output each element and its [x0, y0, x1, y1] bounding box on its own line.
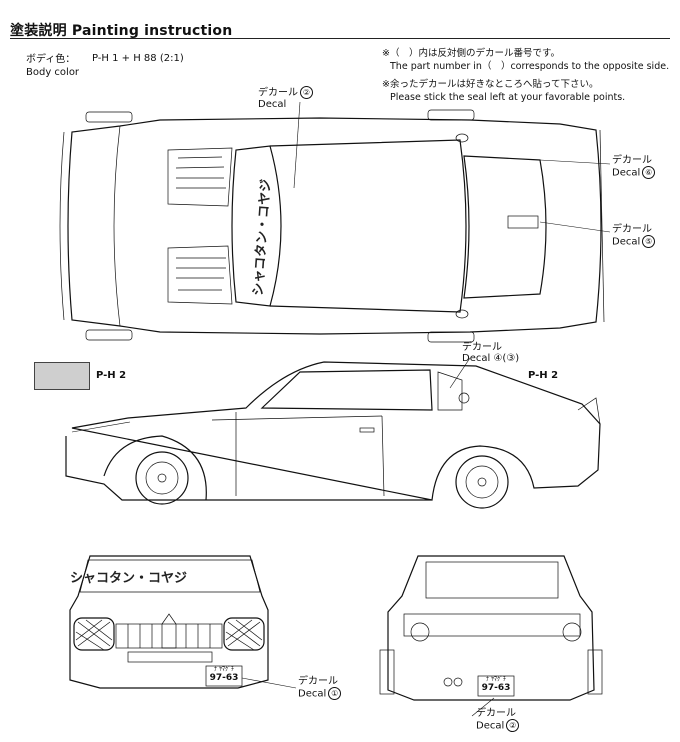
rear-plate-main: 97-63: [481, 683, 511, 693]
callout-jp: デカール: [612, 224, 652, 235]
callout-jp: デカール: [476, 708, 516, 719]
leader-trunk-lower: [539, 221, 611, 233]
body-color-label-jp: ボディ色：: [26, 54, 76, 65]
callout-jp: デカール: [612, 155, 652, 166]
callout-number: ②: [506, 719, 520, 732]
leader-side: [449, 357, 471, 389]
leader-roof: [293, 101, 301, 189]
front-plate-main: 97-63: [209, 673, 239, 683]
callout-jp: デカール: [462, 342, 502, 353]
callout-en: Decal: [462, 353, 491, 364]
front-plate-frame: [205, 665, 243, 687]
leader-rear-plate: [471, 697, 495, 717]
leader-trunk-upper: [539, 159, 611, 165]
callout-number: ②: [300, 86, 313, 99]
callout-jp: デカール: [258, 87, 298, 99]
car-rear-view: [379, 555, 603, 701]
page-title: 塗装説明 Painting instruction: [10, 23, 233, 39]
note-line-3: ※余ったデカールは好きなところへ貼って下さい。: [382, 79, 599, 90]
front-windshield-decal: シャコタン・コヤジ: [70, 571, 187, 586]
callout-en: Decal: [258, 99, 287, 110]
color-swatch: [34, 362, 90, 390]
callout-number: ⑥: [642, 166, 656, 179]
callout-en: Decal: [612, 236, 641, 248]
car-front-view: シャコタン・コヤジ: [69, 555, 269, 689]
car-side-view: [65, 361, 601, 509]
front-plate: ﾅ ﾔﾏｸﾞﾁ 97-63: [207, 666, 241, 684]
leader-front-plate: [241, 677, 297, 689]
callout-number: ⑤: [642, 235, 656, 248]
swatch-code: P-H 2: [96, 370, 127, 381]
note-line-4: Please stick the seal left at your favor…: [390, 92, 626, 103]
callout-jp: デカール: [298, 676, 338, 687]
rear-plate-top: ﾅ ﾔﾏｸﾞﾁ: [486, 676, 506, 683]
rear-plate: ﾅ ﾔﾏｸﾞﾁ 97-63: [479, 676, 513, 694]
callout-number: ①: [328, 687, 342, 700]
callout-en: Decal: [612, 167, 641, 179]
title-divider: [10, 38, 670, 39]
note-line-2: The part number in（ ）corresponds to the …: [390, 61, 670, 72]
callout-en: Decal: [298, 688, 327, 700]
body-color-code: P-H 1 + H 88 (2:1): [92, 53, 184, 64]
callout-side-quarter: デカール Decal ④(③): [462, 342, 519, 364]
body-color-label-en: Body color: [26, 67, 80, 78]
side-code: P-H 2: [528, 370, 559, 381]
top-windshield-decal: シャコタン・コヤジ: [251, 179, 274, 297]
note-line-1: ※（ ）内は反対側のデカール番号です。: [382, 48, 561, 59]
car-top-view: シャコタン・コヤジ: [59, 109, 605, 343]
callout-en: Decal: [476, 720, 505, 732]
callout-number: ④(③): [493, 353, 520, 364]
front-plate-top: ﾅ ﾔﾏｸﾞﾁ: [214, 666, 234, 673]
rear-plate-frame: [477, 675, 515, 697]
body-color-label: ボディ色： Body color: [26, 53, 79, 79]
